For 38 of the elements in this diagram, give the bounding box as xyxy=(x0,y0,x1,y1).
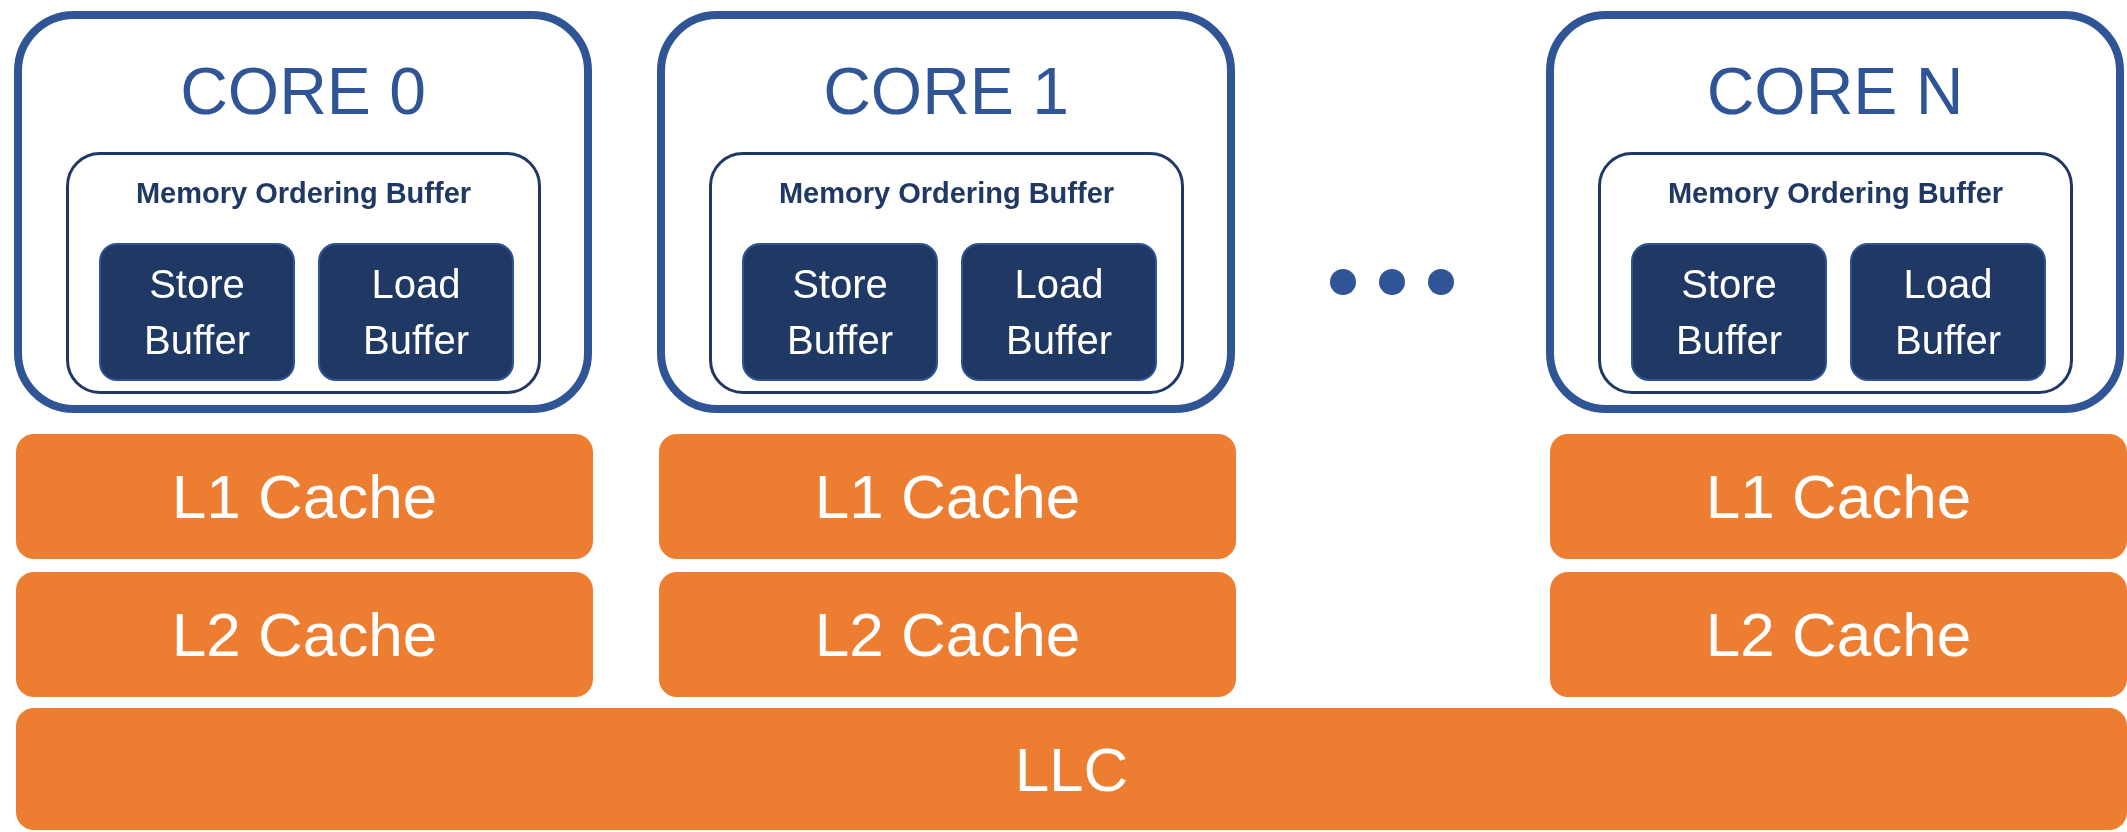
cache-bar xyxy=(16,434,593,559)
box-label: Store Buffer xyxy=(143,261,251,364)
panel-title: Memory Ordering Buffer xyxy=(778,177,1115,210)
store-buffer-box xyxy=(99,243,295,381)
box-label: L2 Cache xyxy=(1705,599,1972,670)
box-label: Load Buffer xyxy=(362,261,470,364)
cache-bar xyxy=(16,572,593,697)
panel-title: Memory Ordering Buffer xyxy=(135,177,472,210)
store-buffer-box xyxy=(1631,243,1827,381)
load-buffer-box xyxy=(318,243,514,381)
box-label: L1 Cache xyxy=(1705,461,1972,532)
cache-bar xyxy=(16,708,2127,830)
box-label: Load Buffer xyxy=(1894,261,2002,364)
buffer-panel xyxy=(66,152,541,394)
load-buffer-box xyxy=(1850,243,2046,381)
box-label: L1 Cache xyxy=(171,461,438,532)
box-label: L1 Cache xyxy=(814,461,1081,532)
panel-title: Memory Ordering Buffer xyxy=(1667,177,2004,210)
load-buffer-box xyxy=(961,243,1157,381)
box-label: L2 Cache xyxy=(814,599,1081,670)
box-label: Store Buffer xyxy=(786,261,894,364)
core-box xyxy=(657,11,1235,413)
core-title: CORE 1 xyxy=(823,53,1069,129)
box-label: LLC xyxy=(1014,733,1129,805)
core-box xyxy=(14,11,592,413)
box-label: Store Buffer xyxy=(1675,261,1783,364)
buffer-panel xyxy=(1598,152,2073,394)
store-buffer-box xyxy=(742,243,938,381)
cache-bar xyxy=(1550,572,2127,697)
cache-bar xyxy=(1550,434,2127,559)
cache-bar xyxy=(659,572,1236,697)
core-title: CORE 0 xyxy=(180,53,426,129)
cache-bar xyxy=(659,434,1236,559)
buffer-panel xyxy=(709,152,1184,394)
box-label: Load Buffer xyxy=(1005,261,1113,364)
core-box xyxy=(1546,11,2124,413)
core-title: CORE N xyxy=(1706,53,1964,129)
box-label: L2 Cache xyxy=(171,599,438,670)
